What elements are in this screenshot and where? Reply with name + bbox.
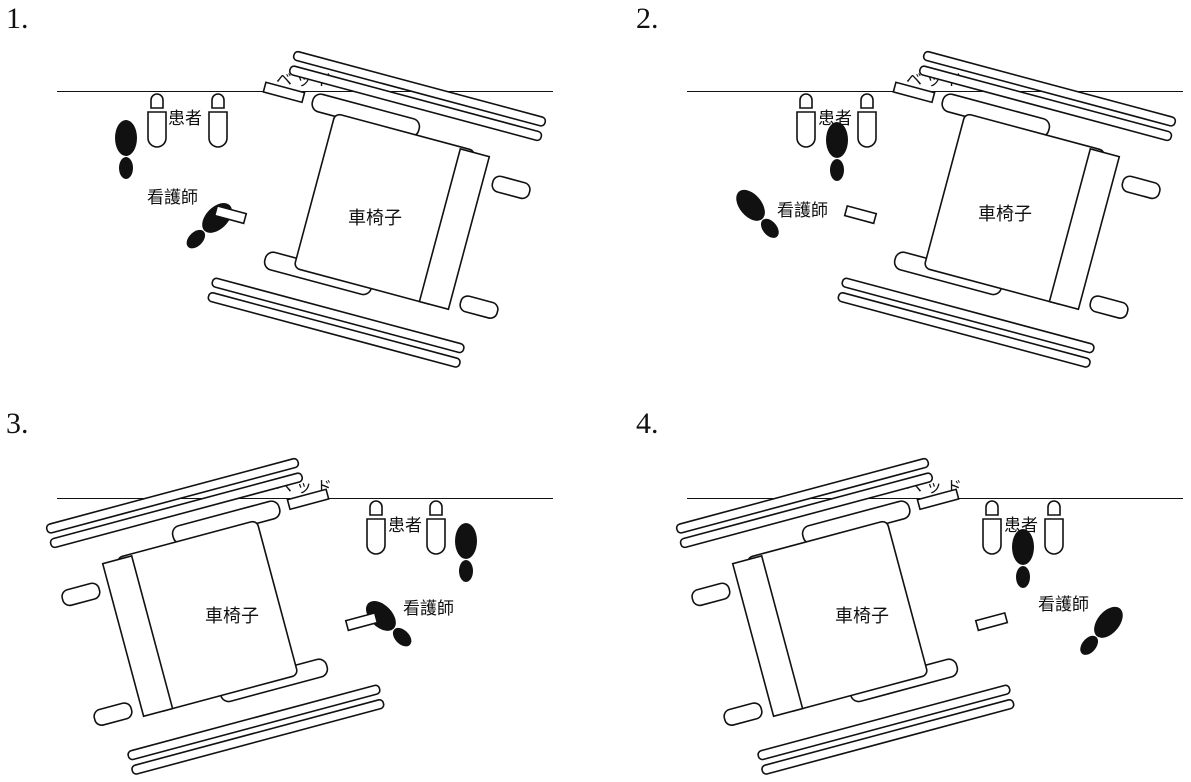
patient-left-foot-icon — [982, 500, 1002, 555]
patient-right-foot-icon — [426, 500, 446, 555]
wheelchair-icon — [207, 50, 547, 368]
wheelchair-icon — [837, 50, 1177, 368]
nurse-left-foot-icon — [115, 120, 137, 179]
nurse-left-foot-icon — [826, 122, 848, 181]
nurse-right-foot-icon — [1080, 606, 1123, 655]
patient-right-foot-icon — [857, 93, 877, 148]
panel-4-art — [675, 457, 1123, 775]
patient-left-foot-icon — [366, 500, 386, 555]
wheelchair-label: 車椅子 — [978, 204, 1032, 225]
patient-left-foot-icon — [796, 93, 816, 148]
panel-1-art — [115, 50, 547, 368]
panel-3-art — [45, 457, 477, 775]
patient-left-foot-icon — [147, 93, 167, 148]
panel-number: 4. — [636, 407, 659, 440]
panel-1: 1. ベッド 患者 看護師 車椅子 — [0, 0, 595, 377]
panel-2: 2. ベッド 患者 看護師 車椅子 — [630, 0, 1191, 377]
nurse-label: 看護師 — [147, 188, 198, 208]
wheelchair-icon — [45, 457, 385, 775]
nurse-right-foot-icon — [736, 189, 779, 238]
bed-edge-line — [687, 91, 1183, 92]
wheelchair-label: 車椅子 — [348, 208, 402, 229]
panel-number: 1. — [6, 2, 29, 35]
nurse-label: 看護師 — [403, 599, 454, 619]
panel-3: 3. ベッド 患者 看護師 車椅子 — [0, 405, 595, 782]
bed-edge-line — [57, 91, 553, 92]
panel-number: 2. — [636, 2, 659, 35]
panel-2-art — [736, 50, 1177, 368]
patient-label: 患者 — [168, 109, 202, 129]
patient-label: 患者 — [818, 109, 852, 129]
nurse-left-foot-icon — [455, 523, 477, 582]
panel-4: 4. ベッド 患者 看護師 車椅子 — [630, 405, 1191, 782]
wheelchair-label: 車椅子 — [835, 606, 889, 627]
patient-right-foot-icon — [208, 93, 228, 148]
nurse-label: 看護師 — [1038, 595, 1089, 615]
wheelchair-label: 車椅子 — [205, 606, 259, 627]
panel-number: 3. — [6, 407, 29, 440]
nurse-label: 看護師 — [777, 201, 828, 221]
patient-label: 患者 — [1004, 516, 1038, 536]
patient-label: 患者 — [388, 516, 422, 536]
patient-right-foot-icon — [1044, 500, 1064, 555]
nurse-left-foot-icon — [1012, 529, 1034, 588]
